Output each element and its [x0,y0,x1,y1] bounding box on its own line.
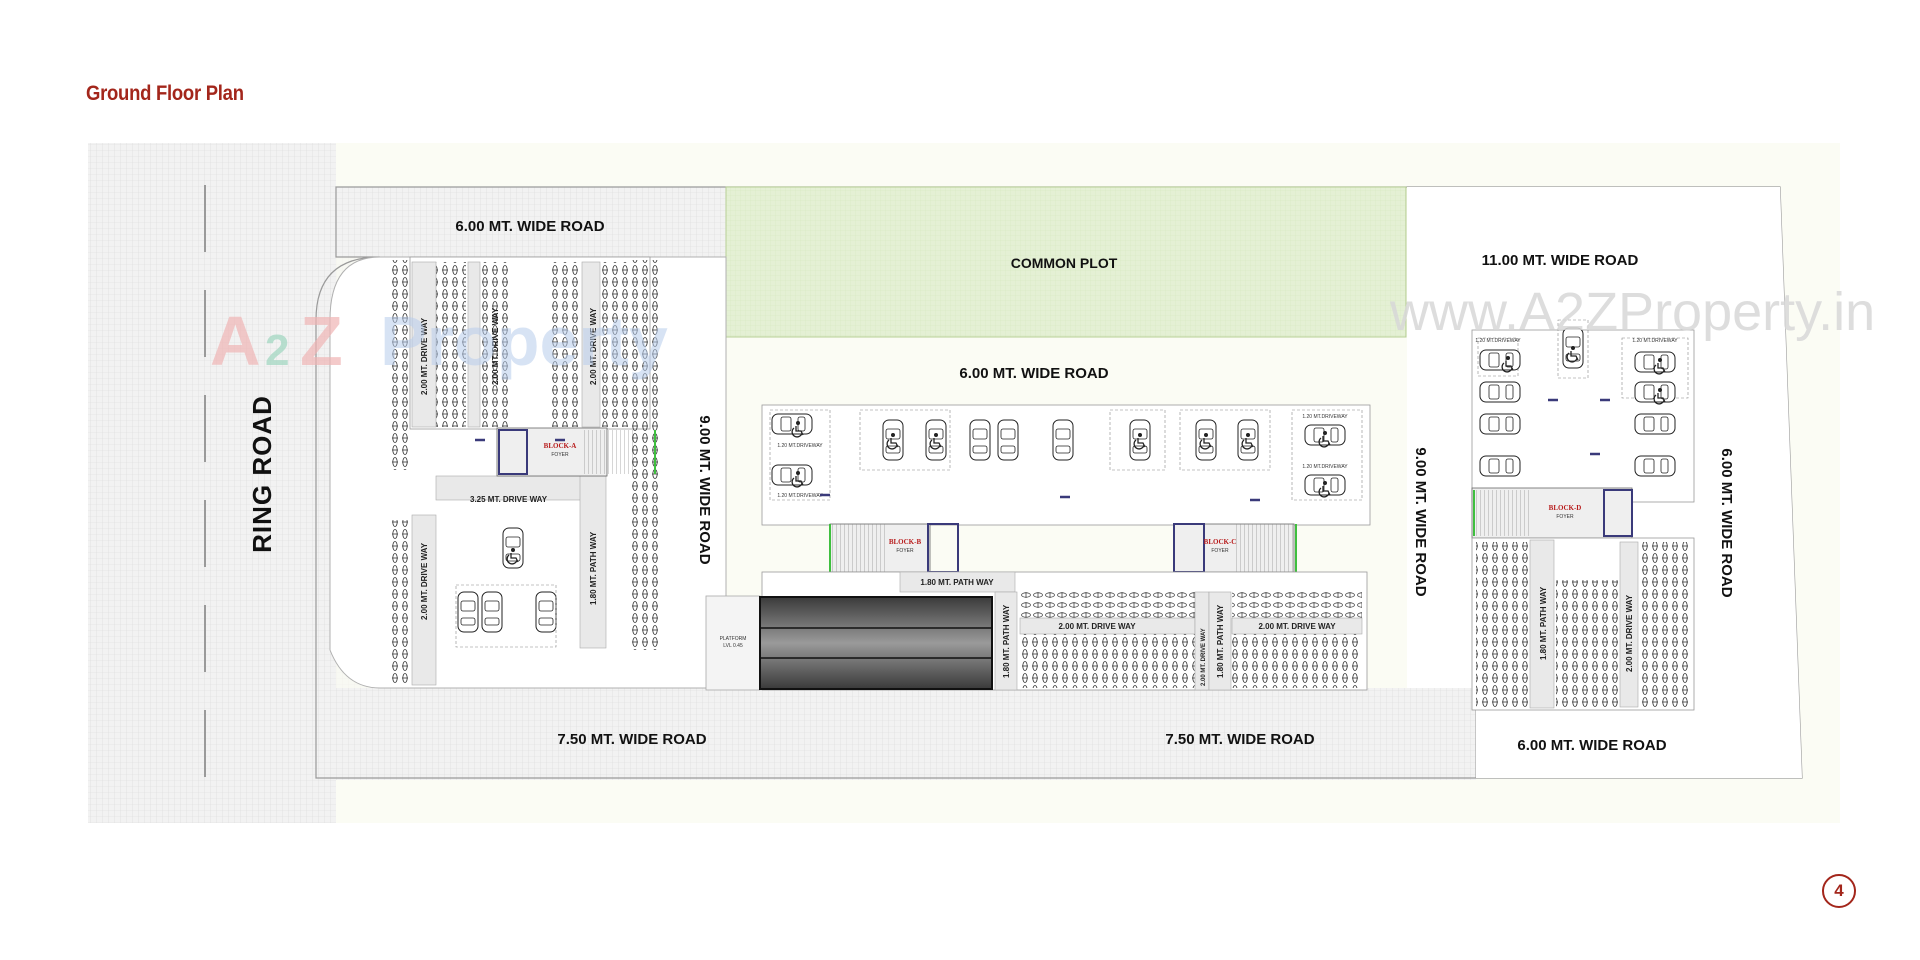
svg-text:A: A [210,302,261,380]
drive-way-label-3: 2.00 MT. DRIVE WAY [589,307,598,385]
ring-road-surface [88,143,336,823]
svg-text:FOYER: FOYER [1211,548,1229,554]
block-d-parking: 1.20 MT.DRIVEWAY 1.20 MT.DRIVEWAY BLOCK-… [1471,319,1695,711]
top-left-road-surface [336,187,726,257]
watermark-logo: A 2 Z Property [210,302,668,380]
svg-text:1.20 MT.DRIVEWAY: 1.20 MT.DRIVEWAY [777,443,823,449]
road-label-bottom-right: 6.00 MT. WIDE ROAD [1517,737,1666,754]
svg-text:FOYER: FOYER [551,452,569,458]
drive-way-label-7: 2.00 MT. DRIVE WAY [1625,594,1634,672]
svg-text:1.20 MT.DRIVEWAY: 1.20 MT.DRIVEWAY [777,493,823,499]
svg-text:1.20 MT.DRIVEWAY: 1.20 MT.DRIVEWAY [1632,338,1678,344]
road-label-center-top: 6.00 MT. WIDE ROAD [959,365,1108,382]
drive-way-label-1: 2.00 MT. DRIVE WAY [420,317,429,395]
drive-way-label-5: 2.00 MT. DRIVE WAY [1058,622,1136,631]
svg-text:FOYER: FOYER [1556,514,1574,520]
shed-roof [759,596,993,690]
path-way-label-a: 1.80 MT. PATH WAY [589,531,598,605]
page-number: 4 [1822,874,1856,908]
watermark-text: www.A2ZProperty.in [1389,282,1875,342]
page-title: Ground Floor Plan [86,82,244,105]
svg-text:1.80 MT. PATH WAY: 1.80 MT. PATH WAY [1216,604,1225,678]
road-label-bottom-center: 7.50 MT. WIDE ROAD [1165,731,1314,748]
bottom-road-surface [316,688,1476,780]
drive-way-label-2: 2.00 MT. DRIVE WAY [491,307,500,385]
block-b-label: BLOCK-B [889,538,922,546]
svg-text:1.80 MT. PATH WAY: 1.80 MT. PATH WAY [1002,604,1011,678]
road-label-right-vertical: 9.00 MT. WIDE ROAD [1412,447,1429,596]
road-label-top-left: 6.00 MT. WIDE ROAD [455,218,604,235]
svg-text:Z: Z [300,302,343,380]
road-label-bottom-left: 7.50 MT. WIDE ROAD [557,731,706,748]
svg-text:FOYER: FOYER [896,548,914,554]
svg-text:2.00 MT. DRIVE WAY: 2.00 MT. DRIVE WAY [1201,628,1207,686]
drive-way-label-4: 2.00 MT. DRIVE WAY [420,542,429,620]
svg-text:PLATFORM: PLATFORM [720,636,747,642]
block-c-label: BLOCK-C [1204,538,1237,546]
svg-text:2: 2 [265,326,289,375]
drive-way-label-6: 2.00 MT. DRIVE WAY [1258,622,1336,631]
drive-way-325-label: 3.25 MT. DRIVE WAY [470,495,548,504]
road-label-left-vertical: 9.00 MT. WIDE ROAD [696,415,713,564]
svg-text:Property: Property [380,302,668,380]
block-a-parking: 2.00 MT. DRIVE WAY 2.00 MT. DRIVE WAY 2.… [388,256,659,686]
block-a-label: BLOCK-A [544,442,577,450]
road-label-top-right: 11.00 MT. WIDE ROAD [1482,252,1639,269]
path-way-label-top: 1.80 MT. PATH WAY [920,578,994,587]
block-d-label: BLOCK-D [1549,504,1582,512]
common-plot-label: COMMON PLOT [1011,255,1118,271]
svg-text:1.20 MT.DRIVEWAY: 1.20 MT.DRIVEWAY [1302,464,1348,470]
block-bc-parking: 1.20 MT.DRIVEWAY 1.20 MT.DRIVEWAY 1.20 M… [705,404,1371,691]
path-way-label-d: 1.80 MT. PATH WAY [1539,586,1548,660]
ring-road-label: RING ROAD [247,395,277,553]
svg-text:1.20 MT.DRIVEWAY: 1.20 MT.DRIVEWAY [1302,414,1348,420]
svg-text:1.20 MT.DRIVEWAY: 1.20 MT.DRIVEWAY [1475,338,1521,344]
svg-text:LVL 0.45: LVL 0.45 [723,643,743,649]
road-label-far-right-vertical: 6.00 MT. WIDE ROAD [1718,448,1735,597]
common-plot [725,186,1407,338]
